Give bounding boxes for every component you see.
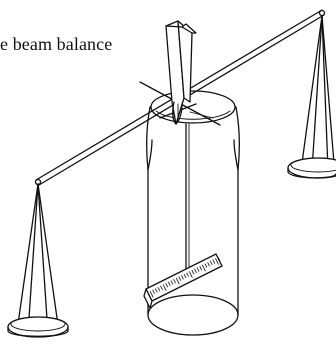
ruler-tick	[201, 264, 206, 272]
ruler-tick	[170, 280, 174, 285]
ruler-tick	[175, 277, 180, 285]
left-pan	[7, 183, 69, 338]
caption: e beam balance	[0, 34, 113, 54]
ruler-tick	[162, 284, 167, 291]
ruler-tick	[212, 259, 216, 264]
ruler-tick	[160, 285, 163, 290]
pointer	[185, 123, 190, 281]
ruler-tick	[167, 281, 171, 287]
ruler-tick	[204, 263, 208, 268]
ruler-tick	[188, 271, 193, 278]
ruler-tick	[183, 273, 187, 279]
ruler-tick	[157, 286, 161, 292]
ruler-tick	[196, 267, 200, 272]
ruler-tick	[194, 268, 197, 273]
ruler-tick	[215, 258, 219, 265]
ruler-tick	[199, 265, 203, 271]
ruler	[143, 253, 223, 309]
ruler-tick	[152, 289, 155, 294]
jar	[146, 90, 240, 336]
ruler-tick	[217, 256, 221, 262]
ruler-tick	[186, 272, 189, 277]
ruler-tick	[149, 290, 154, 298]
ruler-tick	[207, 262, 210, 267]
ruler-tick	[173, 279, 176, 284]
right-pan	[287, 15, 336, 179]
ruler-tick	[209, 260, 213, 266]
ruler-tick	[191, 269, 195, 275]
ruler-scale	[149, 256, 221, 298]
ruler-tick	[154, 288, 158, 293]
ruler-tick	[165, 282, 169, 288]
clothes-peg	[165, 20, 197, 125]
ruler-tick	[181, 275, 184, 280]
ruler-tick	[178, 276, 182, 281]
